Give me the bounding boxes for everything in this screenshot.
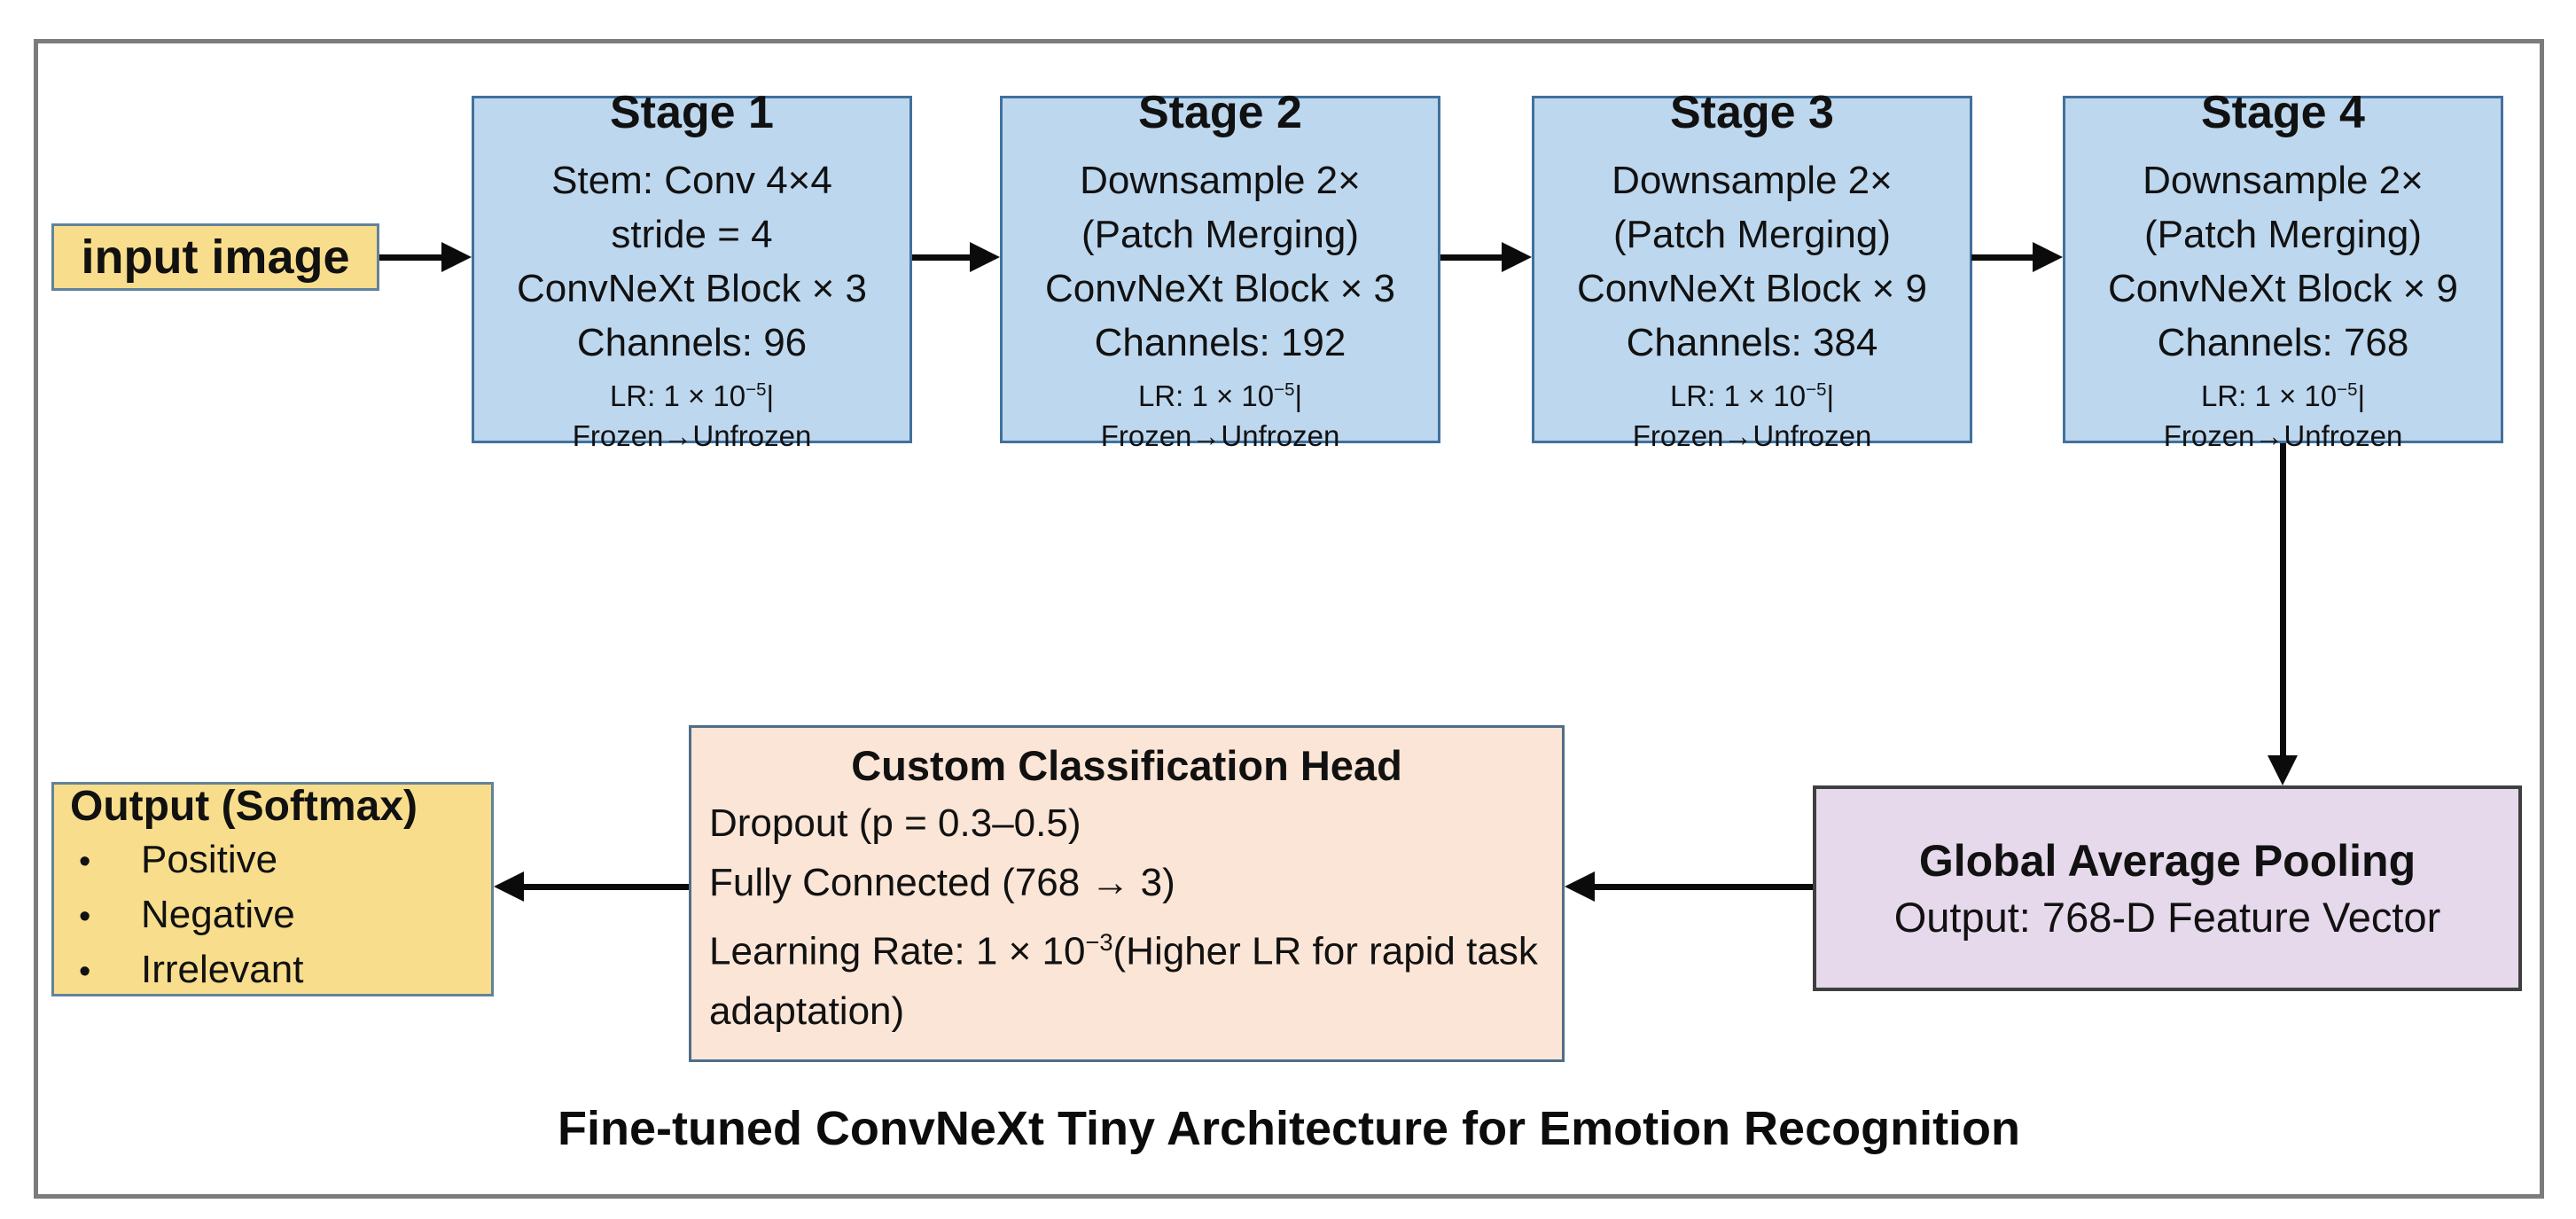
stage2-line-patchmerge: (Patch Merging) bbox=[1081, 212, 1359, 256]
classification-head-box: Custom Classification Head Dropout (p = … bbox=[689, 725, 1565, 1062]
stage3-lr-base: LR: 1 × 10 bbox=[1669, 379, 1807, 412]
stage3-line-patchmerge: (Patch Merging) bbox=[1612, 212, 1891, 256]
stage1-box: Stage 1 Stem: Conv 4×4 stride = 4 ConvNe… bbox=[472, 87, 912, 452]
stage4-title: Stage 4 bbox=[2201, 86, 2365, 138]
bullet-icon: • bbox=[79, 953, 91, 990]
head-lr-base: Learning Rate: 1 × 10 bbox=[709, 929, 1086, 973]
stage1-title: Stage 1 bbox=[610, 86, 774, 138]
output-title: Output (Softmax) bbox=[70, 783, 418, 830]
arrow-stage4-to-pooling bbox=[2265, 443, 2300, 785]
output-class-label: Positive bbox=[141, 838, 278, 881]
stage1-line-stride: stride = 4 bbox=[611, 212, 773, 256]
stage4-lr-bar: | bbox=[2357, 379, 2366, 412]
stage4-box: Stage 4 Downsample 2× (Patch Merging) Co… bbox=[2063, 87, 2503, 452]
stage3-box: Stage 3 Downsample 2× (Patch Merging) Co… bbox=[1532, 87, 1972, 452]
stage4-line-downsample: Downsample 2× bbox=[2143, 158, 2424, 202]
output-class-irrelevant: • Irrelevant bbox=[70, 943, 303, 998]
arrow-stage1-to-stage2 bbox=[912, 239, 1000, 275]
stage3-line-downsample: Downsample 2× bbox=[1612, 158, 1893, 202]
stage2-line-channels: Channels: 192 bbox=[1094, 320, 1347, 364]
stage3-frozen-state: Frozen→Unfrozen bbox=[1632, 418, 1872, 452]
bullet-icon: • bbox=[79, 843, 91, 880]
arrow-head-to-output bbox=[494, 869, 689, 904]
stage3-title: Stage 3 bbox=[1670, 86, 1834, 138]
arrow-pooling-to-head bbox=[1565, 869, 1813, 904]
gap-title: Global Average Pooling bbox=[1918, 836, 2416, 886]
head-title: Custom Classification Head bbox=[851, 742, 1402, 789]
output-class-positive: • Positive bbox=[70, 833, 277, 888]
stage4-line-blocks: ConvNeXt Block × 9 bbox=[2108, 266, 2458, 310]
output-softmax-box: Output (Softmax) • Positive • Negative •… bbox=[51, 782, 494, 996]
stage2-frozen-state: Frozen→Unfrozen bbox=[1100, 418, 1340, 452]
arrow-stage2-to-stage3 bbox=[1440, 239, 1532, 275]
stage2-box: Stage 2 Downsample 2× (Patch Merging) Co… bbox=[1000, 87, 1440, 452]
stage2-lr-bar: | bbox=[1294, 379, 1303, 412]
input-image-label: input image bbox=[81, 231, 350, 284]
input-image-box: input image bbox=[51, 223, 379, 291]
stage4-line-patchmerge: (Patch Merging) bbox=[2143, 212, 2422, 256]
arrow-input-to-stage1 bbox=[379, 239, 472, 275]
stage3-line-channels: Channels: 384 bbox=[1626, 320, 1878, 364]
stage1-lr-base: LR: 1 × 10 bbox=[609, 379, 746, 412]
stage3-lr-bar: | bbox=[1826, 379, 1835, 412]
stage4-lr-base: LR: 1 × 10 bbox=[2200, 379, 2338, 412]
stage1-lr-exponent: −5 bbox=[745, 379, 767, 400]
stage1-line-stem: Stem: Conv 4×4 bbox=[551, 158, 832, 202]
stage1-line-channels: Channels: 96 bbox=[576, 320, 808, 364]
stage1-line-blocks: ConvNeXt Block × 3 bbox=[517, 266, 867, 310]
stage4-lr-exponent: −5 bbox=[2337, 379, 2358, 400]
stage2-line-blocks: ConvNeXt Block × 3 bbox=[1045, 266, 1395, 310]
bullet-icon: • bbox=[79, 898, 91, 935]
stage2-title: Stage 2 bbox=[1138, 86, 1302, 138]
output-class-label: Negative bbox=[141, 893, 295, 936]
stage1-learning-rate: LR: 1 × 10−5| bbox=[610, 370, 774, 417]
arrow-stage3-to-stage4 bbox=[1971, 239, 2063, 275]
gap-output-line: Output: 768-D Feature Vector bbox=[1893, 894, 2441, 941]
stage2-lr-exponent: −5 bbox=[1274, 379, 1295, 400]
head-lr-exponent: −3 bbox=[1085, 928, 1113, 956]
global-average-pooling-box: Global Average Pooling Output: 768-D Fea… bbox=[1813, 785, 2522, 991]
stage1-frozen-state: Frozen→Unfrozen bbox=[572, 418, 812, 452]
stage2-learning-rate: LR: 1 × 10−5| bbox=[1138, 370, 1302, 417]
stage3-lr-exponent: −5 bbox=[1806, 379, 1827, 400]
head-dropout-line: Dropout (p = 0.3–0.5) bbox=[709, 801, 1081, 845]
head-fc-line: Fully Connected (768 → 3) bbox=[709, 861, 1175, 904]
output-class-label: Irrelevant bbox=[141, 948, 304, 991]
stage4-line-channels: Channels: 768 bbox=[2157, 320, 2409, 364]
stage3-learning-rate: LR: 1 × 10−5| bbox=[1670, 370, 1834, 417]
diagram-caption: Fine-tuned ConvNeXt Tiny Architecture fo… bbox=[557, 1102, 2021, 1155]
head-learning-rate-line: Learning Rate: 1 × 10−3(Higher LR for ra… bbox=[709, 912, 1544, 1041]
stage2-line-downsample: Downsample 2× bbox=[1080, 158, 1361, 202]
output-class-negative: • Negative bbox=[70, 888, 295, 943]
stage3-line-blocks: ConvNeXt Block × 9 bbox=[1577, 266, 1927, 310]
head-lr-note: (Higher LR for rapid task adaptation) bbox=[709, 929, 1538, 1033]
stage1-lr-bar: | bbox=[766, 379, 775, 412]
stage2-lr-base: LR: 1 × 10 bbox=[1137, 379, 1275, 412]
stage4-learning-rate: LR: 1 × 10−5| bbox=[2201, 370, 2365, 417]
